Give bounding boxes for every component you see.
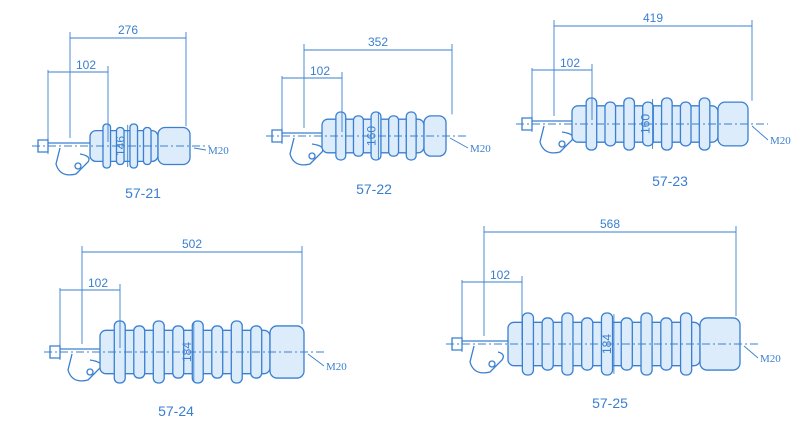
offset-label: 102 — [88, 276, 108, 290]
overall-length-label: 568 — [600, 217, 620, 231]
overall-length-label: 419 — [643, 11, 663, 25]
offset-label: 102 — [76, 58, 96, 72]
clamp-bracket — [521, 116, 574, 154]
diameter-label: 160 — [639, 114, 653, 134]
overall-length-label: 502 — [182, 237, 202, 251]
offset-label: 102 — [560, 56, 580, 70]
overall-length-dimension: 276 — [69, 23, 187, 138]
overall-length-dimension: 352 — [303, 35, 453, 128]
thread-label: M20 — [760, 353, 781, 365]
drawing-caption: 57-21 — [125, 185, 161, 201]
thread-label: M20 — [770, 135, 791, 147]
drawing-caption: 57-22 — [356, 181, 392, 197]
overall-length-dimension: 502 — [81, 237, 303, 344]
thread-label: M20 — [326, 361, 347, 373]
offset-label: 102 — [490, 268, 510, 282]
clamp-bracket — [49, 344, 102, 382]
clamp-bracket — [451, 336, 508, 374]
diameter-label: 146 — [114, 136, 128, 156]
porcelain-body — [89, 123, 191, 169]
clamp-bracket — [37, 138, 90, 176]
diameter-label: 184 — [600, 334, 614, 354]
diameter-label: 160 — [364, 126, 378, 146]
insulator-drawing-57-21: 276 102 146 M20 57-21 — [32, 23, 229, 201]
offset-dimension: 102 — [47, 58, 109, 142]
diameter-label: 184 — [180, 342, 194, 362]
drawing-caption: 57-25 — [592, 395, 628, 411]
thread-label: M20 — [208, 145, 229, 157]
offset-dimension: 102 — [281, 64, 343, 132]
overall-length-dimension: 568 — [483, 217, 737, 336]
overall-length-label: 276 — [118, 23, 138, 37]
offset-label: 102 — [310, 64, 330, 78]
drawing-caption: 57-23 — [652, 173, 688, 189]
offset-dimension: 102 — [59, 276, 121, 348]
overall-length-label: 352 — [368, 35, 388, 49]
overall-length-dimension: 419 — [553, 11, 753, 116]
offset-dimension: 102 — [531, 56, 593, 120]
offset-dimension: 102 — [461, 268, 523, 340]
drawing-caption: 57-24 — [158, 403, 194, 419]
clamp-bracket — [271, 128, 324, 166]
thread-label: M20 — [470, 143, 491, 155]
